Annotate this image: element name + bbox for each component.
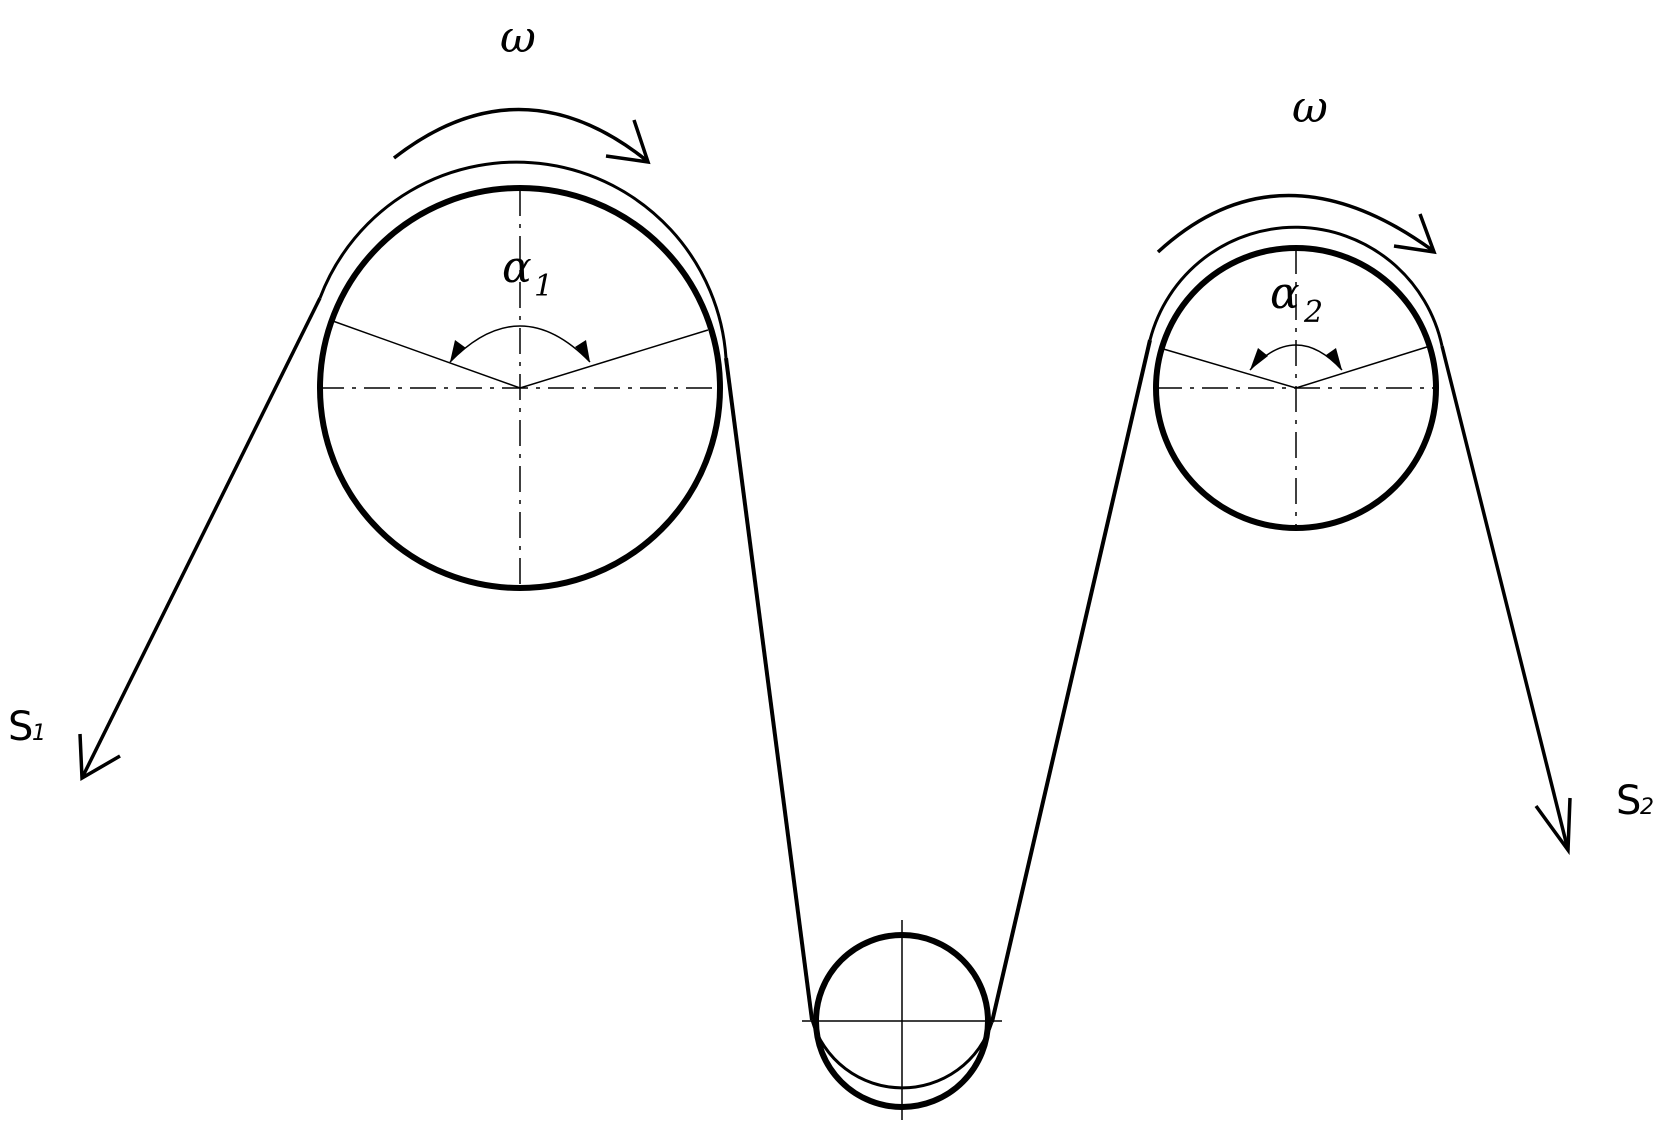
bottom-pulley: [802, 920, 1002, 1120]
right-rotation-arc: [1156, 193, 1434, 254]
s1-symbol: S: [8, 704, 33, 750]
alpha1-index: 1: [534, 269, 553, 304]
left-pulley: [317, 160, 728, 591]
left-belt-wrap: [318, 160, 728, 359]
right-pulley: [1148, 225, 1444, 531]
right-radius-line-2: [1295, 345, 1431, 389]
left-rotation-arrowhead-icon: [605, 119, 651, 165]
alpha1-angle-arc: [449, 325, 591, 363]
alpha2-arrow-left-icon: [1250, 348, 1268, 370]
alpha1-arrow-left-icon: [450, 340, 466, 362]
alpha1-symbol: α: [502, 242, 532, 293]
right-belt-wrap: [1148, 225, 1444, 347]
alpha2-arrow-right-icon: [1326, 348, 1342, 370]
right-rotation-arrowhead-icon: [1393, 213, 1437, 255]
left-radius-line-2: [519, 329, 709, 389]
left-rotation-arc: [392, 107, 648, 162]
alpha2-symbol: α: [1270, 268, 1300, 319]
right-radius-line-1: [1159, 347, 1297, 389]
labels: ω ω α 1 α 2 S 1 S 2: [8, 12, 1654, 824]
omega-left-label: ω: [500, 12, 536, 63]
s2-symbol: S: [1616, 778, 1641, 824]
alpha2-index: 2: [1303, 295, 1323, 330]
belt-span-bottom-to-right: [990, 339, 1152, 1023]
belt: [78, 297, 1572, 1023]
s2-tension-line: [1440, 345, 1570, 851]
rotation-arrows: [392, 107, 1437, 255]
s2-arrowhead-icon: [1534, 797, 1572, 856]
left-radius-line-1: [329, 319, 521, 389]
s1-tension-line: [80, 297, 322, 779]
s1-arrowhead-icon: [78, 733, 121, 781]
omega-right-label: ω: [1292, 82, 1328, 133]
belt-span-left-to-bottom: [724, 357, 814, 1021]
alpha1-arrow-right-icon: [575, 340, 590, 362]
s1-index: 1: [32, 721, 46, 746]
s2-index: 2: [1640, 795, 1654, 820]
